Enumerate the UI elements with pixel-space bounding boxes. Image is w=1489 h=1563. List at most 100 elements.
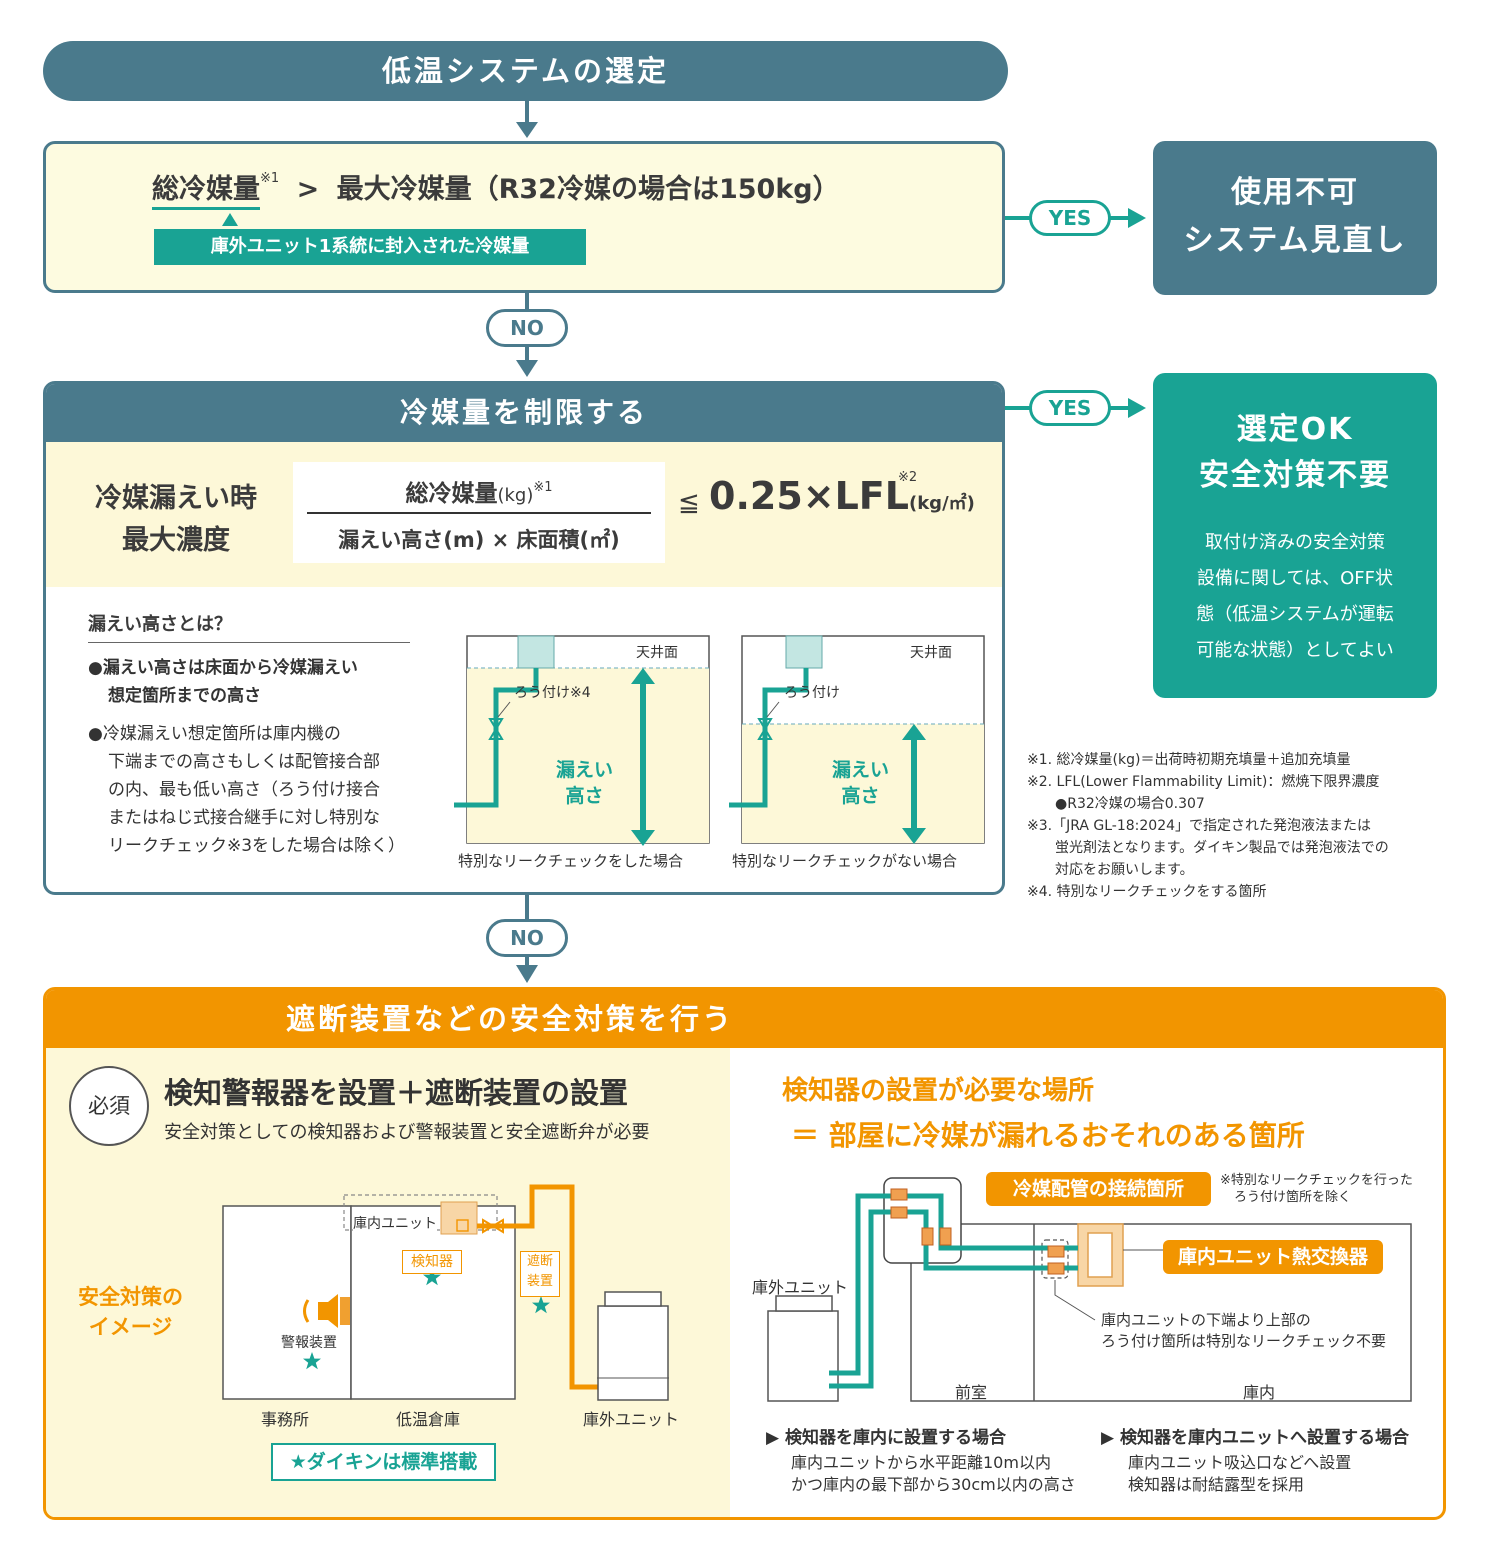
place-title-1: 検知器の設置が必要な場所	[782, 1076, 1095, 1106]
result-ok-line1: 選定OK	[1236, 412, 1354, 447]
formula-label: 冷媒漏えい時 最大濃度	[76, 478, 276, 562]
footnote-3b: 蛍光剤法となります。ダイキン製品では発泡液法での	[1027, 840, 1389, 856]
height-label-b: 漏えい 高さ	[832, 757, 889, 809]
leak-bullet-1: ●漏えい高さは床面から冷媒漏えい 想定箇所までの高さ	[88, 654, 358, 710]
limit-header: 冷媒量を制限する	[46, 384, 1002, 442]
result-ng-line2: システム見直し	[1183, 223, 1407, 258]
inside-label: 庫内	[1243, 1383, 1276, 1402]
no-badge-2: NO	[486, 919, 568, 957]
footnote-3: ※3.「JRA GL-18:2024」で指定された発泡液法または	[1027, 818, 1372, 834]
case-a-title: ▶ 検知器を庫内に設置する場合	[766, 1428, 1006, 1448]
shutoff-label-2: 装置	[526, 1274, 553, 1289]
footnote-4: ※4. 特別なリークチェックをする箇所	[1027, 884, 1267, 900]
formula-label-line2: 最大濃度	[122, 525, 230, 556]
result-ng-box: 使用不可 システム見直し	[1153, 141, 1437, 295]
leak-height-diagrams	[454, 635, 985, 846]
case-b-body-1: 庫内ユニット吸込口などへ設置	[1128, 1453, 1352, 1472]
alarm-label: 警報装置	[281, 1335, 337, 1351]
leak-bullet-2-line1: ●冷媒漏えい想定箇所は庫内機の	[88, 724, 341, 744]
leak-bullet-2-line3: の内、最も低い高さ（ろう付け接合	[108, 780, 380, 800]
numerator-unit: (kg)	[497, 485, 534, 506]
yes-badge-1: YES	[1029, 200, 1111, 236]
case-b-title: ▶ 検知器を庫内ユニットへ設置する場合	[1101, 1428, 1409, 1448]
brazing-label-a: ろう付け※4	[514, 685, 591, 701]
result-ok-body-2: 設備に関しては、OFF状	[1197, 568, 1393, 589]
numerator-text: 総冷媒量	[405, 481, 498, 507]
result-ok-body-1: 取付け済みの安全対策	[1205, 532, 1385, 553]
leak-bullet-1-line2: 想定箇所までの高さ	[108, 686, 261, 706]
result-ng-line1: 使用不可	[1231, 175, 1359, 210]
result-ok-box: 選定OK 安全対策不要 取付け済みの安全対策 設備に関しては、OFF状 態（低温…	[1153, 373, 1437, 698]
operator: >	[296, 174, 320, 205]
leak-bullet-2-line4: またはねじ式接合継手に対し特別な	[108, 808, 380, 828]
limit-value: 0.25×LFL(kg/㎡)	[709, 474, 975, 518]
hex-tag: 庫内ユニット熱交換器	[1163, 1240, 1383, 1274]
indoor-unit-label: 庫内ユニット	[353, 1213, 437, 1233]
height-label-a-1: 漏えい	[556, 759, 614, 781]
below-note-2: ろう付け箇所は特別なリークチェック不要	[1101, 1332, 1387, 1350]
height-label-a: 漏えい 高さ	[556, 757, 613, 809]
safety-box: 遮断装置などの安全対策を行う 必須 検知警報器を設置＋遮断装置の設置 安全対策と…	[43, 987, 1446, 1520]
required-main: 検知警報器を設置＋遮断装置の設置	[164, 1076, 629, 1110]
footnote-2: ※2. LFL(Lower Flammability Limit)：燃焼下限界濃…	[1027, 774, 1380, 790]
leak-heading-rule	[88, 642, 410, 643]
warehouse-label: 低温倉庫	[396, 1410, 461, 1429]
result-ok-body-4: 可能な状態）としてよい	[1196, 640, 1394, 661]
place-title-2: ＝ 部屋に冷媒が漏れるおそれのある箇所	[791, 1119, 1305, 1152]
image-label: 安全対策の イメージ	[78, 1282, 183, 1342]
below-note-1: 庫内ユニットの下端より上部の	[1101, 1311, 1311, 1329]
leak-heading: 漏えい高さとは？	[88, 614, 232, 635]
note-mark-1: ※1	[260, 171, 280, 186]
fraction-bar	[307, 512, 651, 514]
limit-value-text: 0.25×LFL	[709, 474, 909, 518]
outdoor-label-left: 庫外ユニット	[583, 1410, 680, 1429]
case-a-body: 庫内ユニットから水平距離10m以内 かつ庫内の最下部から30cm以内の高さ	[791, 1452, 1076, 1496]
below-note: 庫内ユニットの下端より上部の ろう付け箇所は特別なリークチェック不要	[1101, 1310, 1386, 1352]
caption-a: 特別なリークチェックをした場合	[458, 852, 684, 870]
result-ok-line2: 安全対策不要	[1199, 458, 1391, 493]
safety-header: 遮断装置などの安全対策を行う	[46, 990, 1443, 1048]
leak-bullet-1-line1: ●漏えい高さは床面から冷媒漏えい	[88, 658, 358, 678]
brazing-label-b: ろう付け	[784, 685, 840, 701]
required-badge: 必須	[69, 1066, 149, 1146]
anteroom-label: 前室	[955, 1383, 988, 1402]
page-title: 低温システムの選定	[43, 41, 1008, 101]
caption-b: 特別なリークチェックがない場合	[732, 852, 958, 870]
footnote-2b: ●R32冷媒の場合0.307	[1027, 796, 1205, 812]
total-refrigerant: 総冷媒量	[152, 174, 260, 210]
standard-badge: ★ダイキンは標準搭載	[271, 1443, 496, 1481]
leak-bullet-2: ●冷媒漏えい想定箇所は庫内機の 下端までの高さもしくは配管接合部 の内、最も低い…	[88, 720, 405, 860]
joint-note-1: ※特別なリークチェックを行った	[1220, 1173, 1413, 1188]
detector-label: 検知器	[402, 1250, 462, 1274]
required-sub: 安全対策としての検知器および警報装置と安全遮断弁が必要	[164, 1122, 650, 1143]
fraction-denominator: 漏えい高さ(m) × 床面積(㎡)	[338, 528, 620, 552]
no-badge-1: NO	[486, 309, 568, 347]
numerator-mark: ※1	[533, 480, 553, 495]
footnote-3c: 対応をお願いします。	[1027, 862, 1194, 878]
condition-box	[43, 141, 1005, 293]
case-a-body-2: かつ庫内の最下部から30cm以内の高さ	[791, 1475, 1076, 1494]
yes-badge-2: YES	[1029, 390, 1111, 426]
joint-note: ※特別なリークチェックを行った ろう付け箇所を除く	[1220, 1172, 1413, 1206]
height-label-b-1: 漏えい	[832, 759, 890, 781]
joint-tag: 冷媒配管の接続箇所	[986, 1172, 1211, 1206]
image-label-1: 安全対策の	[78, 1285, 183, 1309]
value-mark: ※2	[898, 470, 918, 485]
case-b-body-2: 検知器は耐結露型を採用	[1128, 1475, 1305, 1494]
ceiling-label-a: 天井面	[636, 645, 678, 661]
formula-label-line1: 冷媒漏えい時	[95, 483, 257, 514]
limit-box: 冷媒量を制限する 冷媒漏えい時 最大濃度 総冷媒量(kg)※1 漏えい高さ(m)…	[43, 381, 1005, 895]
result-ok-body-3: 態（低温システムが運転	[1196, 604, 1394, 625]
footnote-1: ※1. 総冷媒量(kg)＝出荷時初期充填量＋追加充填量	[1027, 752, 1351, 768]
max-refrigerant: 最大冷媒量（R32冷媒の場合は150kg）	[336, 174, 840, 205]
leq-symbol: ≦	[678, 488, 700, 518]
shutoff-label-1: 遮断	[526, 1254, 553, 1269]
footnotes: ※1. 総冷媒量(kg)＝出荷時初期充填量＋追加充填量 ※2. LFL(Lowe…	[1027, 749, 1389, 903]
height-label-a-2: 高さ	[565, 785, 604, 807]
height-label-b-2: 高さ	[841, 785, 880, 807]
shutoff-label: 遮断 装置	[520, 1251, 560, 1297]
case-b-body: 庫内ユニット吸込口などへ設置 検知器は耐結露型を採用	[1128, 1452, 1351, 1496]
refrigerant-tag: 庫外ユニット1系統に封入された冷媒量	[154, 229, 586, 265]
office-label: 事務所	[261, 1410, 310, 1429]
condition-text: 総冷媒量※1 > 最大冷媒量（R32冷媒の場合は150kg）	[152, 167, 840, 210]
